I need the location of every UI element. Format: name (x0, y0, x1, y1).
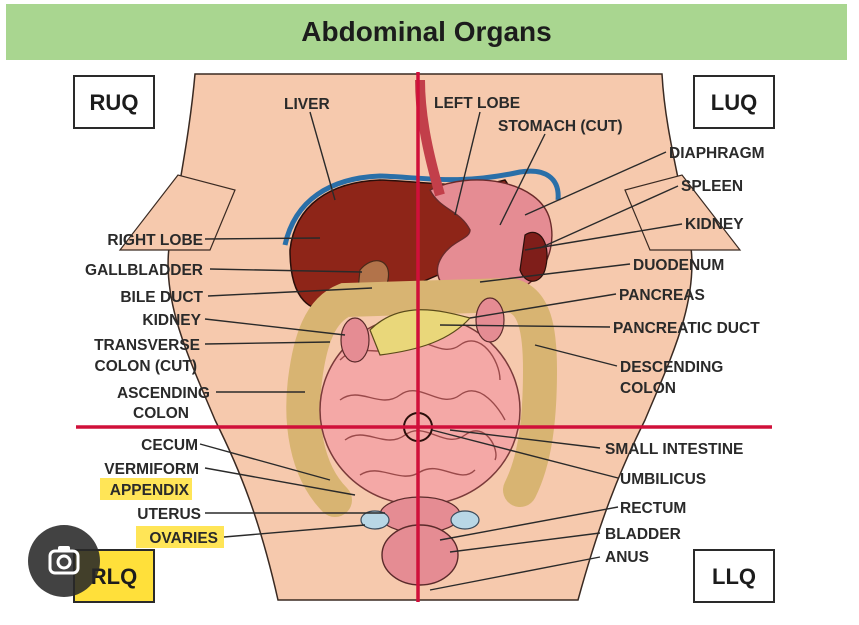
ruq-box (73, 75, 155, 129)
leader-kidney-left (524, 223, 683, 251)
colon (286, 277, 558, 517)
leader-appendix (204, 467, 356, 496)
leader-descending (534, 344, 618, 367)
label-descending-2: COLON (620, 380, 676, 397)
label-pancreas: PANCREAS (619, 287, 705, 304)
label-descending-1: DESCENDING (620, 359, 723, 376)
leader-pancreas (469, 293, 617, 319)
llq-label: LLQ (712, 564, 756, 589)
label-ovaries: OVARIES (149, 530, 218, 547)
label-kidney-right-side: KIDNEY (685, 216, 744, 233)
label-vermiform: VERMIFORM (104, 461, 199, 478)
label-cecum: CECUM (141, 437, 198, 454)
label-pancreatic-duct: PANCREATIC DUCT (613, 320, 760, 337)
kidney-right (340, 317, 370, 363)
ruq-label: RUQ (90, 90, 139, 115)
leader-diaphragm (524, 151, 667, 216)
ovaries-highlight (136, 526, 224, 548)
label-umbilicus: UMBILICUS (620, 471, 706, 488)
label-transverse-2: COLON (CUT) (95, 358, 197, 375)
diagram-title: Abdominal Organs (301, 16, 552, 47)
label-right-lobe: RIGHT LOBE (107, 232, 203, 249)
label-diaphragm: DIAPHRAGM (669, 145, 765, 162)
label-transverse-1: TRANSVERSE (94, 337, 200, 354)
lens-button[interactable] (28, 525, 100, 597)
leader-umbilicus (431, 429, 619, 479)
leader-rectum (439, 506, 619, 541)
esophagus (415, 79, 445, 197)
leader-lines (199, 111, 683, 591)
leader-bladder (449, 532, 601, 553)
label-uterus: UTERUS (137, 506, 201, 523)
leader-ovaries (223, 524, 366, 538)
label-gallbladder: GALLBLADDER (85, 262, 203, 279)
label-appendix: APPENDIX (110, 482, 190, 499)
leader-right-lobe (204, 237, 321, 240)
label-bladder: BLADDER (605, 526, 681, 543)
luq-label: LUQ (711, 90, 757, 115)
leader-stomach (499, 133, 546, 226)
leader-small-intestine (449, 429, 601, 449)
leader-cecum (199, 443, 331, 481)
label-anus: ANUS (605, 549, 649, 566)
left-arm-shape (624, 174, 742, 251)
lens-camera-icon (48, 546, 80, 575)
leader-anus (429, 556, 601, 591)
leader-transverse (204, 341, 331, 345)
leader-bile-duct (207, 287, 373, 297)
llq-box (693, 549, 775, 603)
leader-spleen (539, 185, 679, 249)
ovary-right (360, 510, 390, 530)
leader-liver (309, 111, 336, 201)
ovary-left (450, 510, 480, 530)
right-arm-shape (118, 174, 236, 251)
label-duodenum: DUODENUM (633, 257, 724, 274)
label-kidney-left-side: KIDNEY (142, 312, 201, 329)
label-left-lobe: LEFT LOBE (434, 95, 520, 112)
leader-gallbladder (209, 268, 363, 273)
label-ascending-2: COLON (133, 405, 189, 422)
label-rectum: RECTUM (620, 500, 686, 517)
label-ascending-1: ASCENDING (117, 385, 210, 402)
appendix-highlight (100, 478, 192, 500)
label-bile-duct: BILE DUCT (120, 289, 203, 306)
label-spleen: SPLEEN (681, 178, 743, 195)
title-bar: Abdominal Organs (6, 4, 847, 60)
bladder (381, 524, 459, 586)
pancreas (369, 309, 472, 356)
kidney-left (475, 297, 505, 343)
leader-pancreatic-duct (439, 324, 611, 328)
leader-duodenum (479, 263, 631, 283)
label-liver: LIVER (284, 96, 330, 113)
leader-left-lobe (454, 111, 481, 216)
intestine-loops (339, 339, 506, 477)
leader-kidney-right (204, 318, 346, 336)
label-small-intestine: SMALL INTESTINE (605, 441, 743, 458)
luq-box (693, 75, 775, 129)
label-stomach: STOMACH (CUT) (498, 118, 623, 135)
